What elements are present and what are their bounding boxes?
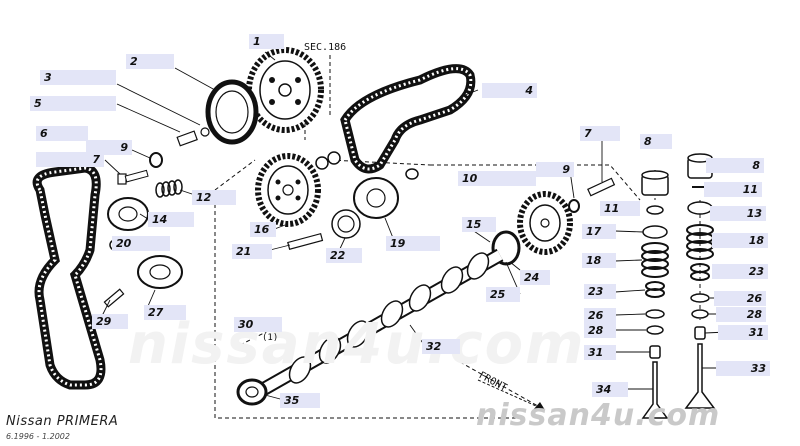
callout-10: 10 <box>458 171 536 186</box>
camshaft <box>258 248 504 397</box>
callout-5: 5 <box>30 96 116 111</box>
callout-25: 25 <box>486 287 520 302</box>
callout-23-a: 23 <box>584 284 616 299</box>
callout-6: 6 <box>36 126 88 141</box>
washer-right <box>568 199 580 213</box>
callout-34: 34 <box>592 382 628 397</box>
callout-32: 32 <box>422 339 460 354</box>
nut-small <box>405 168 419 180</box>
bolt-29 <box>103 288 125 308</box>
washer-small-a <box>315 156 329 170</box>
sec-reference: SEC.186 <box>304 42 347 53</box>
callout-11-b: 11 <box>704 182 762 197</box>
camshaft-sprocket-16 <box>255 153 321 227</box>
callout-17: 17 <box>582 224 616 239</box>
callout-18-a: 18 <box>582 253 616 268</box>
valve-stack-right <box>684 153 716 409</box>
callout-33: 33 <box>716 361 770 376</box>
camshaft-sprocket-24 <box>517 191 573 255</box>
callout-9-right: 9 <box>536 162 574 177</box>
callout-31-b: 31 <box>718 325 768 340</box>
callout-29: 29 <box>92 314 128 329</box>
production-dates: 6.1996 - 1.2002 <box>6 432 70 441</box>
callout-27: 27 <box>144 305 186 320</box>
callout-8-b: 8 <box>706 158 764 173</box>
callout-20: 20 <box>112 236 170 251</box>
callout-26-a: 26 <box>584 308 616 323</box>
spring-12 <box>155 179 183 198</box>
callout-12: 12 <box>192 190 236 205</box>
callout-31-a: 31 <box>584 345 616 360</box>
pin-21 <box>287 232 324 250</box>
callout-21: 21 <box>232 244 272 259</box>
callout-3: 3 <box>40 70 116 85</box>
callout-30-qty: (1) <box>262 333 279 343</box>
callout-22: 22 <box>326 248 362 263</box>
callout-16: 16 <box>250 222 276 237</box>
callout-30: 30 <box>234 317 282 332</box>
callout-9-left: 9 <box>86 140 132 155</box>
washer-small-b <box>327 151 341 165</box>
callout-2: 2 <box>126 54 174 69</box>
callout-7-left: 7 <box>36 152 104 167</box>
callout-28-a: 28 <box>584 323 616 338</box>
watermark-large: nissan4u.com <box>128 312 586 377</box>
callout-26-b: 26 <box>714 291 766 306</box>
callout-18-b: 18 <box>712 233 768 248</box>
model-name: Nissan PRIMERA <box>6 414 119 429</box>
callout-14: 14 <box>148 212 194 227</box>
callout-8-a: 8 <box>640 134 672 149</box>
callout-24: 24 <box>520 270 550 285</box>
callout-13: 13 <box>710 206 766 221</box>
camshaft-bearing <box>236 378 268 406</box>
callout-15: 15 <box>462 217 496 232</box>
camshaft-sprocket-upper <box>246 47 324 133</box>
callout-7-right: 7 <box>580 126 620 141</box>
bolt-right <box>587 177 616 197</box>
callout-1: 1 <box>249 34 284 49</box>
timing-belt-right <box>340 64 476 174</box>
callout-19: 19 <box>386 236 440 251</box>
watermark-small: nissan4u.com <box>476 398 721 433</box>
callout-11-a: 11 <box>600 201 640 216</box>
sprocket-plate <box>205 79 259 145</box>
timing-belt-left <box>32 163 106 390</box>
front-arrow <box>477 379 546 411</box>
bolt-5 <box>176 127 210 147</box>
bolt-left <box>117 169 149 185</box>
hub-19 <box>353 177 399 219</box>
callout-28-b: 28 <box>716 307 766 322</box>
callout-23-b: 23 <box>712 264 768 279</box>
callout-4: 4 <box>482 83 537 98</box>
valve-stack-left <box>641 170 669 419</box>
callout-35: 35 <box>280 393 320 408</box>
idler-pulley <box>137 255 183 289</box>
tensioner-pulley <box>107 197 149 231</box>
collar-22 <box>331 209 361 239</box>
washer-left <box>149 152 163 168</box>
